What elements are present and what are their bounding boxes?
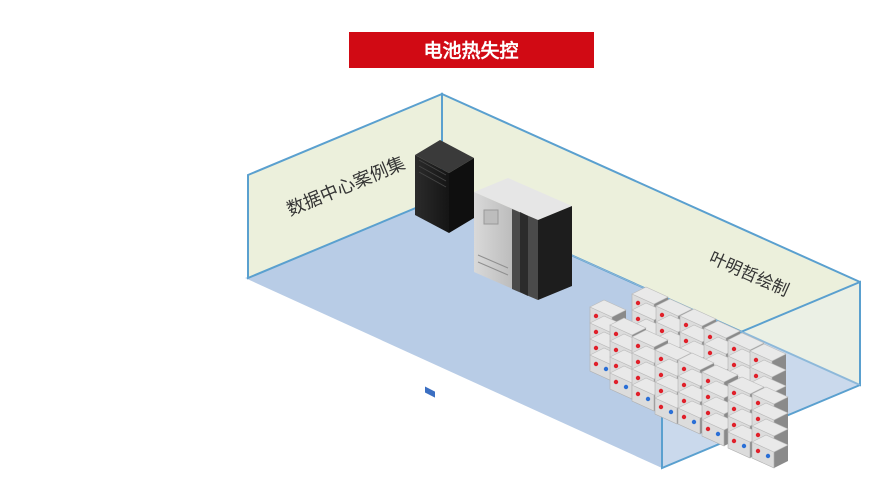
title-banner-bg <box>349 32 594 68</box>
dark-server-cabinet-icon <box>415 140 474 398</box>
page-title: 电池热失控 <box>423 39 518 62</box>
ups-cabinet-icon <box>474 178 572 300</box>
battery-cell-icon <box>751 434 789 469</box>
battery-rack <box>589 286 789 469</box>
